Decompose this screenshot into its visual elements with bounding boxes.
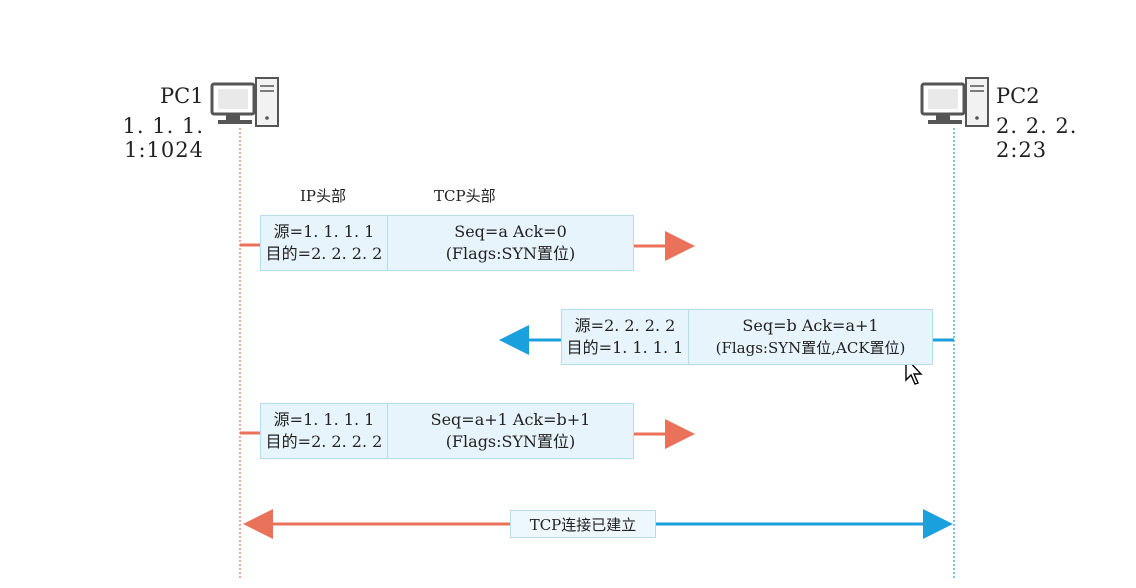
- packet-1-ip-dst: 目的=2. 2. 2. 2: [265, 244, 383, 263]
- packet-2-ip-header: 源=2. 2. 2. 2 目的=1. 1. 1. 1: [562, 310, 689, 364]
- packet-1: 源=1. 1. 1. 1 目的=2. 2. 2. 2 Seq=a Ack=0 (…: [260, 215, 634, 271]
- packet-1-tcp-seq: Seq=a Ack=0: [454, 222, 567, 241]
- packet-1-tcp-flags: (Flags:SYN置位): [445, 244, 576, 263]
- packet-2-tcp-flags: (Flags:SYN置位,ACK置位): [715, 339, 906, 357]
- packet-3-tcp-seq: Seq=a+1 Ack=b+1: [430, 410, 591, 429]
- packet-3-ip-header: 源=1. 1. 1. 1 目的=2. 2. 2. 2: [261, 404, 388, 458]
- packet-3-ip-dst: 目的=2. 2. 2. 2: [265, 432, 383, 451]
- packet-2-ip-src: 源=2. 2. 2. 2: [574, 316, 676, 335]
- computer-icon: [210, 77, 279, 127]
- pc2-name: PC2: [996, 84, 1040, 108]
- packet-2: 源=2. 2. 2. 2 目的=1. 1. 1. 1 Seq=b Ack=a+1…: [561, 309, 933, 365]
- tcp-header-label: TCP头部: [434, 187, 496, 205]
- ip-header-label: IP头部: [300, 187, 347, 205]
- computer-icon: [920, 77, 989, 127]
- packet-1-ip-src: 源=1. 1. 1. 1: [273, 222, 375, 241]
- packet-2-ip-dst: 目的=1. 1. 1. 1: [566, 338, 684, 357]
- packet-1-tcp-header: Seq=a Ack=0 (Flags:SYN置位): [388, 216, 633, 270]
- packet-3-ip-src: 源=1. 1. 1. 1: [273, 410, 375, 429]
- packet-3: 源=1. 1. 1. 1 目的=2. 2. 2. 2 Seq=a+1 Ack=b…: [260, 403, 634, 459]
- packet-3-tcp-header: Seq=a+1 Ack=b+1 (Flags:SYN置位): [388, 404, 633, 458]
- packet-1-ip-header: 源=1. 1. 1. 1 目的=2. 2. 2. 2: [261, 216, 388, 270]
- pc1-address: 1. 1. 1. 1:1024: [122, 114, 204, 162]
- pc2-address: 2. 2. 2. 2:23: [996, 114, 1078, 162]
- pc1-name: PC1: [160, 84, 204, 108]
- packet-3-tcp-flags: (Flags:SYN置位): [445, 432, 576, 451]
- packet-2-tcp-seq: Seq=b Ack=a+1: [742, 316, 879, 335]
- connection-established-label: TCP连接已建立: [510, 510, 656, 538]
- packet-2-tcp-header: Seq=b Ack=a+1 (Flags:SYN置位,ACK置位): [689, 310, 932, 364]
